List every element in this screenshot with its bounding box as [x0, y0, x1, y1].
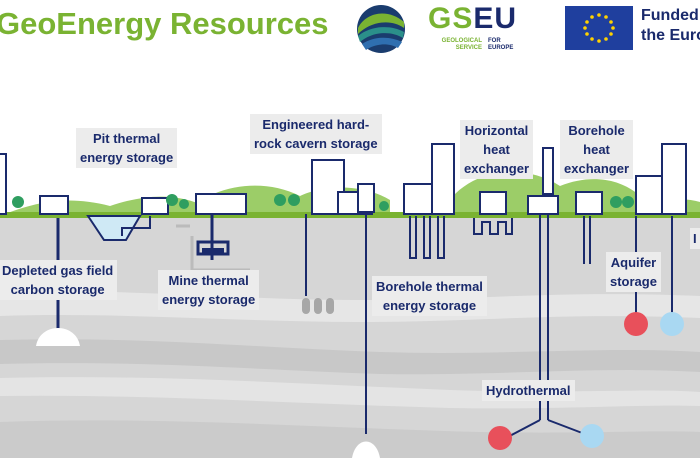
funded-text: Funded the Euro — [641, 6, 700, 46]
pit-basin — [86, 215, 142, 241]
gseu-sub-left-2: SERVICE — [455, 45, 482, 51]
gseu-eu: EU — [473, 2, 518, 35]
gseu-sub-left-1: GEOLOGICAL — [441, 38, 482, 44]
hot-reservoir — [488, 426, 512, 450]
buildings — [0, 143, 687, 215]
gas-reservoir — [36, 328, 80, 346]
page-title: GeoEnergy Resources — [0, 6, 329, 41]
label-hydrothermal: Hydrothermal — [482, 380, 575, 401]
stratum-band — [0, 339, 700, 375]
gseu-sub-right-2: EUROPE — [488, 45, 514, 51]
aquifer-cold — [660, 312, 684, 336]
aquifer-hot — [624, 312, 648, 336]
pipe — [121, 216, 151, 236]
gseu-logo: GSEU GEOLOGICAL SERVICE FOR EUROPE — [428, 2, 548, 58]
horizontal-loop — [473, 218, 513, 235]
deep-reservoir — [352, 441, 380, 458]
gseu-gs: GS — [428, 2, 474, 35]
funded-line-2: the Euro — [641, 27, 700, 44]
label-engineered-cavern: Engineered hard-rock cavern storage — [250, 114, 382, 154]
mine-loop — [196, 240, 230, 256]
gseu-sub-right-1: FOR — [488, 38, 501, 44]
label-cutoff: I — [690, 228, 700, 249]
funded-line-1: Funded — [641, 7, 699, 24]
trees — [12, 194, 634, 211]
stratum-band — [0, 420, 700, 458]
cold-reservoir — [580, 424, 604, 448]
eu-flag-icon — [565, 6, 633, 50]
btes-loops — [409, 216, 445, 259]
caverns — [302, 298, 334, 314]
gseu-globe-logo — [357, 5, 405, 53]
